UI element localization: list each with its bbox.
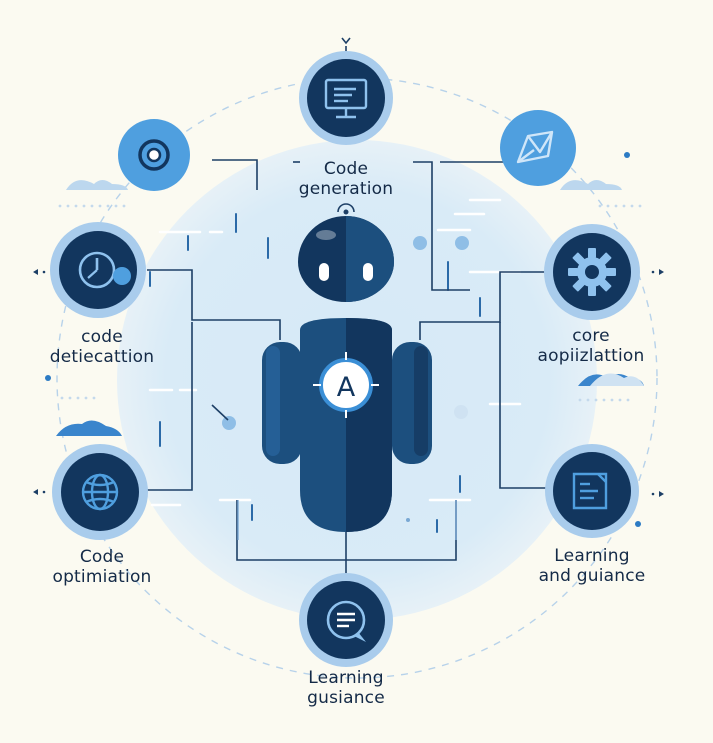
node-top-left[interactable] <box>118 119 190 191</box>
label-learning-guidance-right: Learning and guiance <box>538 546 646 586</box>
dashed-orbit <box>56 77 658 679</box>
label-code-generation: Code generation <box>298 159 394 199</box>
document-icon <box>572 472 608 510</box>
cloud-decoration-left-mid <box>56 420 122 436</box>
robot-eye-left <box>319 263 329 281</box>
node-top-right[interactable] <box>500 110 576 186</box>
connector-lines-light <box>237 500 457 540</box>
robot-eye-right <box>363 263 373 281</box>
cloud-decoration-right <box>560 180 622 190</box>
cloud-decoration-right-mid <box>578 373 644 386</box>
node-code-detection[interactable] <box>50 222 146 318</box>
label-code-optimization: Code optimiation <box>52 547 152 587</box>
label-core-optimization: core aopiizlattion <box>537 326 645 366</box>
dotted-rows <box>58 204 642 402</box>
node-code-generation[interactable] <box>299 51 393 145</box>
node-code-optimization[interactable] <box>52 444 148 540</box>
label-learning-guidance-bottom: Learning gusiance <box>307 668 385 708</box>
target-icon <box>138 139 170 171</box>
node-core-optimization[interactable] <box>544 224 640 320</box>
cloud-decoration-left <box>66 180 128 190</box>
gauge-icon <box>78 251 131 289</box>
halo-bars <box>149 213 481 533</box>
robot: A <box>262 203 432 532</box>
edge-arrows <box>33 269 664 497</box>
globe-icon <box>81 473 119 511</box>
chest-badge-letter: A <box>337 372 356 403</box>
label-code-detection: code detiecattion <box>49 327 155 367</box>
chat-bubble-icon <box>326 600 366 642</box>
gear-icon <box>568 248 616 296</box>
halo-dots <box>45 152 641 527</box>
top-antenna-mark <box>341 37 351 52</box>
monitor-icon <box>324 78 368 119</box>
halo-dashes <box>148 198 522 507</box>
node-learning-guidance-right[interactable] <box>545 444 639 538</box>
node-learning-guidance-bottom[interactable] <box>299 573 393 667</box>
pen-nib-icon <box>516 130 554 164</box>
